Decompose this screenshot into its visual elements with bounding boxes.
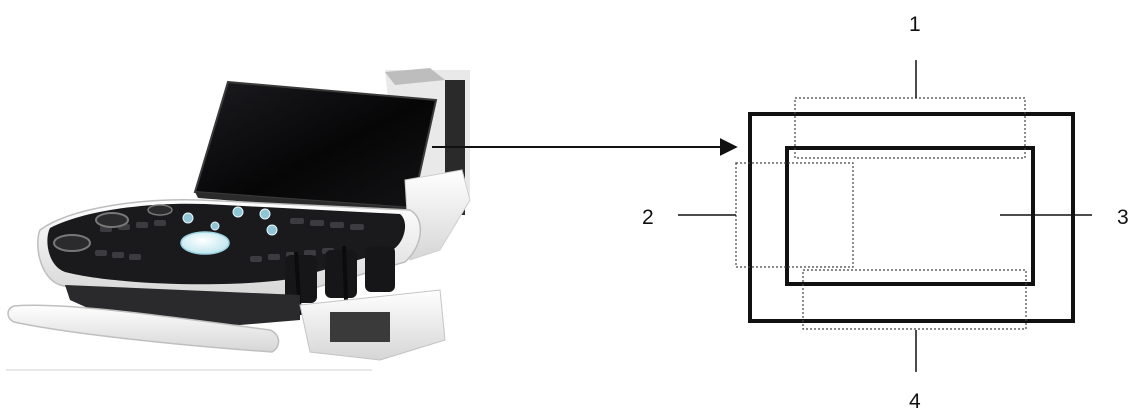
left-dial-1 <box>53 234 91 252</box>
region-2-dotted <box>735 162 854 268</box>
callout-label-3: 3 <box>1117 206 1129 229</box>
monitor-screen <box>193 80 438 210</box>
cart-base-panel <box>330 312 390 342</box>
callout-label-4: 4 <box>909 390 921 413</box>
inner-frame <box>785 146 1035 286</box>
ultrasound-machine-photo <box>6 68 471 371</box>
outer-frame <box>748 112 1075 323</box>
control-knobs <box>182 206 278 236</box>
tower-top <box>385 68 445 85</box>
callout-label-2: 2 <box>642 206 654 229</box>
trackball <box>180 231 230 255</box>
region-1-dotted <box>794 97 1026 159</box>
callout-label-1: 1 <box>909 13 921 36</box>
front-handle <box>7 304 280 353</box>
left-dial-2 <box>95 212 129 228</box>
region-4-dotted <box>802 269 1027 330</box>
left-dial-3 <box>147 204 173 216</box>
layout-diagram <box>678 60 1092 372</box>
probe-holders <box>285 245 395 316</box>
